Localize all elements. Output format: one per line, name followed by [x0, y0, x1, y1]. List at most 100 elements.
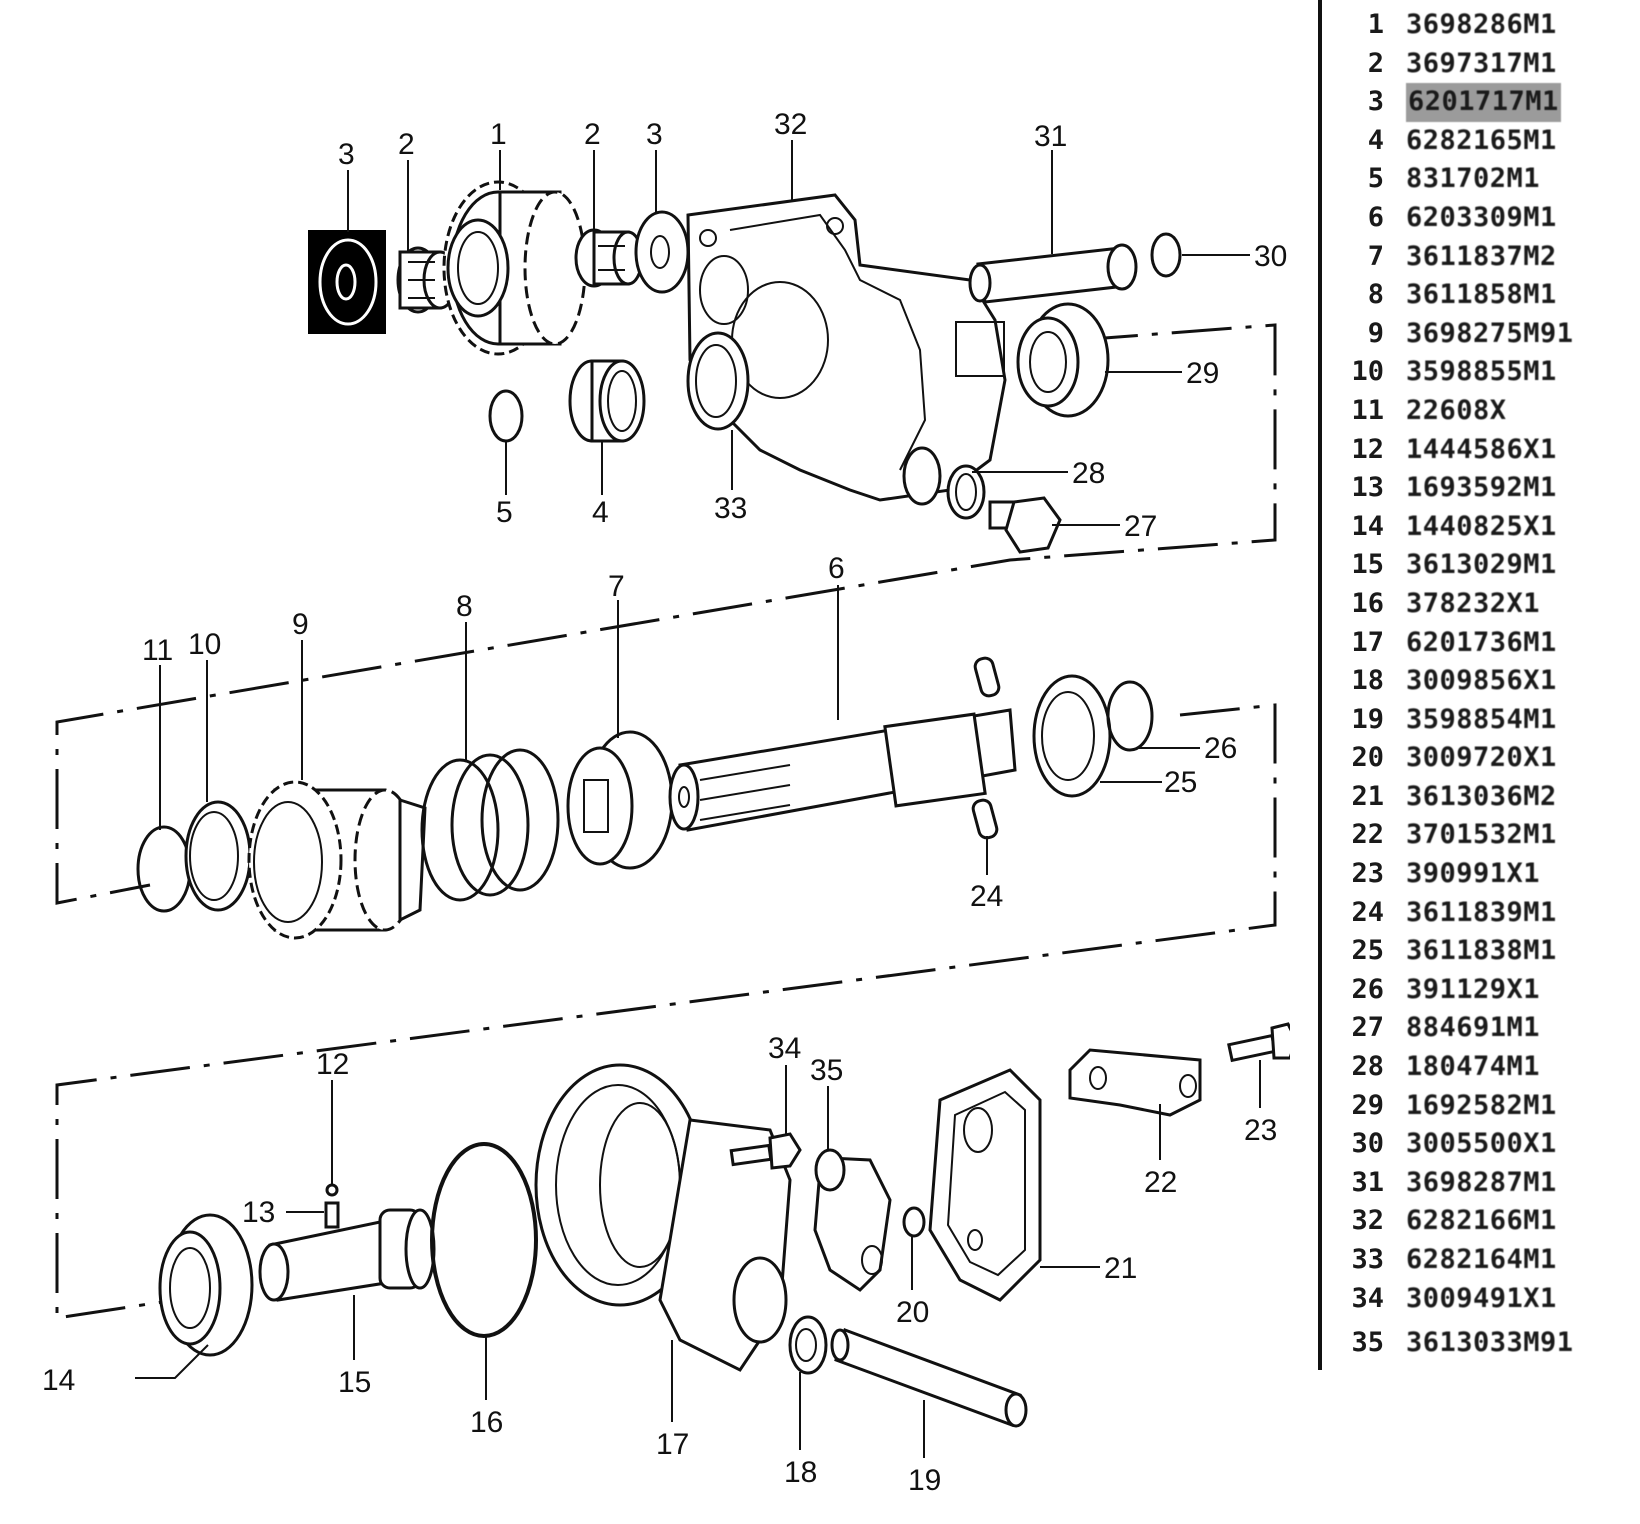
part-6-output-shaft[interactable] — [668, 708, 1017, 832]
part-3-thrust-washer-highlighted[interactable] — [308, 230, 386, 334]
part-27-drain-plug[interactable] — [988, 496, 1062, 554]
callout-26[interactable]: 26 — [1204, 732, 1237, 765]
part-5-snap-ring[interactable] — [488, 389, 524, 443]
part-24-key[interactable] — [971, 656, 1001, 840]
callout-11[interactable]: 11 — [142, 634, 173, 667]
callout-12[interactable]: 12 — [316, 1048, 349, 1081]
callout-3-left[interactable]: 3 — [338, 138, 355, 171]
part-34-bolt[interactable] — [729, 1132, 802, 1170]
callout-5[interactable]: 5 — [496, 496, 513, 529]
part-30-o-ring[interactable] — [1150, 232, 1182, 278]
part-31-shaft-pin[interactable] — [968, 243, 1138, 304]
part-17-housing[interactable] — [534, 1063, 792, 1372]
callout-18[interactable]: 18 — [784, 1456, 817, 1489]
callout-21[interactable]: 21 — [1104, 1252, 1137, 1285]
callout-15[interactable]: 15 — [338, 1366, 371, 1399]
part-23-bolt[interactable] — [1227, 1022, 1290, 1063]
callout-19[interactable]: 19 — [908, 1464, 941, 1497]
part-21-cover[interactable] — [928, 1068, 1042, 1302]
part-15-shaft[interactable] — [258, 1208, 436, 1302]
callout-14[interactable]: 14 — [42, 1364, 75, 1397]
callout-24[interactable]: 24 — [970, 880, 1003, 913]
callout-25[interactable]: 25 — [1164, 766, 1197, 799]
callout-29[interactable]: 29 — [1186, 357, 1219, 390]
part-25-bearing[interactable] — [1032, 674, 1112, 798]
part-1-gear[interactable] — [442, 180, 587, 356]
part-35-selector-fork[interactable] — [813, 1148, 892, 1292]
part-20-plug[interactable] — [902, 1206, 926, 1238]
part-16-o-ring[interactable] — [430, 1142, 538, 1338]
part-12-ball[interactable] — [325, 1183, 339, 1197]
part-2-needle-bearing[interactable] — [396, 246, 458, 314]
callout-22[interactable]: 22 — [1144, 1166, 1177, 1199]
part-7-clutch-hub[interactable] — [566, 730, 674, 870]
part-19-selector-rod[interactable] — [830, 1328, 1028, 1428]
part-29-ball-bearing[interactable] — [1016, 302, 1110, 418]
callout-20[interactable]: 20 — [896, 1296, 929, 1329]
callout-27[interactable]: 27 — [1124, 510, 1157, 543]
callout-34[interactable]: 34 — [768, 1032, 801, 1065]
callout-2-right[interactable]: 2 — [584, 118, 601, 151]
callout-2-left[interactable]: 2 — [398, 128, 415, 161]
callout-1[interactable]: 1 — [490, 118, 507, 151]
part-18-seal[interactable] — [788, 1315, 828, 1375]
part-2-needle-bearing-right[interactable] — [574, 228, 644, 288]
part-11-circlip[interactable] — [136, 825, 192, 913]
part-14-bearing[interactable] — [158, 1213, 254, 1357]
part-26-circlip[interactable] — [1106, 680, 1154, 752]
callout-3-right[interactable]: 3 — [646, 118, 663, 151]
callout-6[interactable]: 6 — [828, 552, 845, 585]
callout-16[interactable]: 16 — [470, 1406, 503, 1439]
callout-33[interactable]: 33 — [714, 492, 747, 525]
callout-9[interactable]: 9 — [292, 608, 309, 641]
callout-4[interactable]: 4 — [592, 496, 609, 529]
part-8-spring[interactable] — [420, 748, 560, 902]
callout-35[interactable]: 35 — [810, 1054, 843, 1087]
part-22-bracket[interactable] — [1068, 1048, 1202, 1117]
callout-32[interactable]: 32 — [774, 108, 807, 141]
callout-10[interactable]: 10 — [188, 628, 221, 661]
callout-30[interactable]: 30 — [1254, 240, 1287, 273]
callout-7[interactable]: 7 — [608, 570, 625, 603]
callout-31[interactable]: 31 — [1034, 120, 1067, 153]
part-4-bushing[interactable] — [568, 359, 646, 443]
callout-13[interactable]: 13 — [242, 1196, 275, 1229]
part-10-thrust-washer[interactable] — [184, 800, 252, 912]
callout-23[interactable]: 23 — [1244, 1114, 1277, 1147]
callout-17[interactable]: 17 — [656, 1428, 689, 1461]
callout-28[interactable]: 28 — [1072, 457, 1105, 490]
part-9-gear[interactable] — [247, 780, 427, 940]
